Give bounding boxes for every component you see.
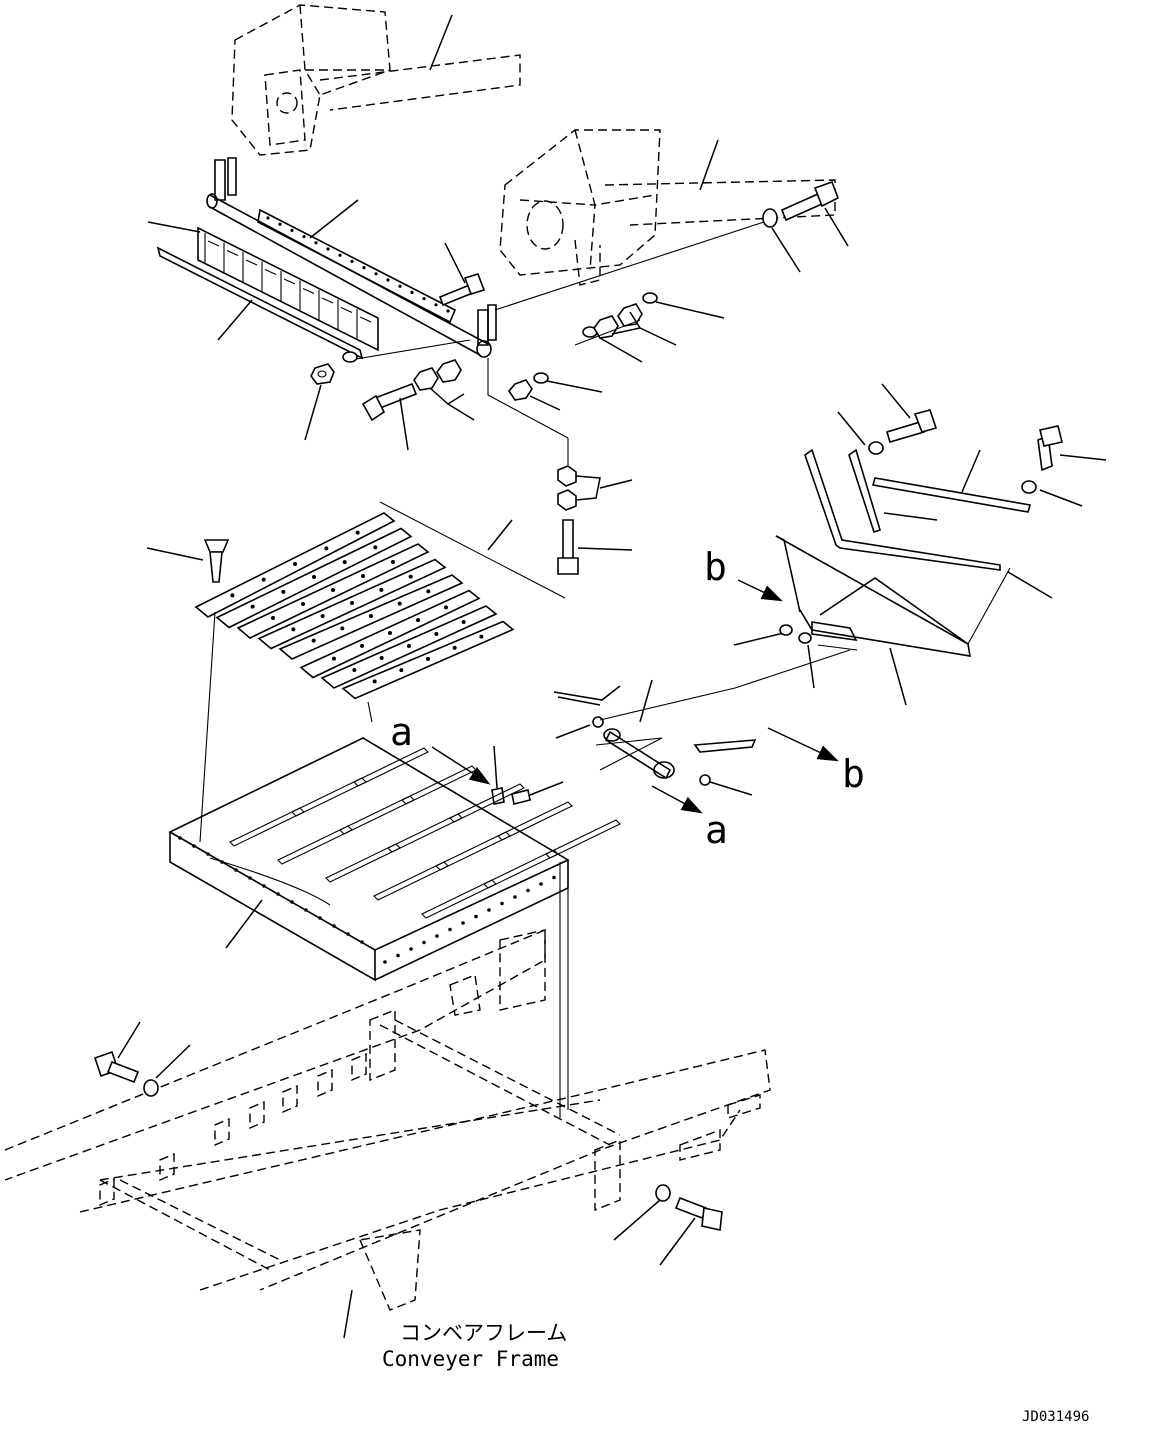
bolt-icon — [798, 632, 812, 644]
nut-icon — [617, 303, 643, 327]
frame-hardware — [93, 1021, 723, 1266]
slat — [236, 543, 430, 639]
slat — [341, 620, 515, 700]
slat — [278, 574, 464, 660]
washer-icon — [642, 292, 658, 304]
washer-icon — [342, 351, 358, 363]
caption-english: Conveyer Frame — [382, 1347, 559, 1371]
bolt-icon — [1037, 425, 1063, 472]
washer-icon — [655, 1184, 671, 1202]
view-label-a-bottom: a — [705, 808, 728, 852]
bolt-icon — [674, 1196, 723, 1231]
nut-icon — [593, 315, 619, 339]
side-plate-assembly — [733, 383, 1107, 706]
nut-icon — [699, 774, 711, 786]
upper-right-frame-bracket — [499, 129, 836, 286]
bolt-icon — [438, 273, 486, 307]
upper-hardware — [146, 180, 849, 583]
washer-icon — [762, 208, 778, 228]
bolt-icon — [491, 787, 505, 805]
view-arrows — [431, 579, 839, 814]
bolt-icon — [361, 382, 418, 422]
screw-icon — [203, 539, 230, 583]
washer-icon — [868, 441, 884, 455]
bolt-icon — [557, 519, 579, 575]
washer-icon — [143, 1079, 159, 1097]
view-label-b-top: b — [704, 545, 727, 589]
caption-japanese: コンベアフレーム — [400, 1321, 567, 1345]
bolt-icon — [511, 789, 531, 805]
nut-icon — [592, 716, 604, 728]
nut-icon — [557, 465, 577, 487]
deck-fasteners — [491, 745, 564, 805]
hinge-bar-assembly — [206, 157, 497, 361]
hinge-pin-assembly — [553, 649, 851, 796]
nut-icon — [436, 359, 462, 383]
upper-left-frame-bracket — [231, 4, 521, 156]
slat — [299, 589, 481, 679]
slat — [194, 512, 396, 618]
rubber-flap — [147, 221, 379, 360]
slotted-deck — [168, 611, 621, 1118]
slat — [320, 605, 498, 689]
bolt-icon — [886, 409, 938, 443]
slat-set — [194, 512, 515, 700]
nut-icon — [557, 489, 577, 511]
view-label-b-bottom: b — [842, 752, 865, 796]
drawing-code: JD031496 — [1022, 1409, 1089, 1425]
view-label-a-top: a — [390, 710, 413, 754]
bolt-icon — [93, 1050, 140, 1084]
washer-icon — [1021, 480, 1037, 494]
nut-icon — [507, 379, 533, 401]
nut-icon — [310, 363, 335, 385]
bolt-icon — [780, 180, 840, 222]
washer-icon — [533, 372, 549, 384]
conveyer-frame — [4, 928, 771, 1339]
slat — [215, 527, 413, 629]
bolt-icon — [779, 624, 793, 636]
slat — [257, 558, 447, 650]
nut-icon — [413, 367, 439, 391]
